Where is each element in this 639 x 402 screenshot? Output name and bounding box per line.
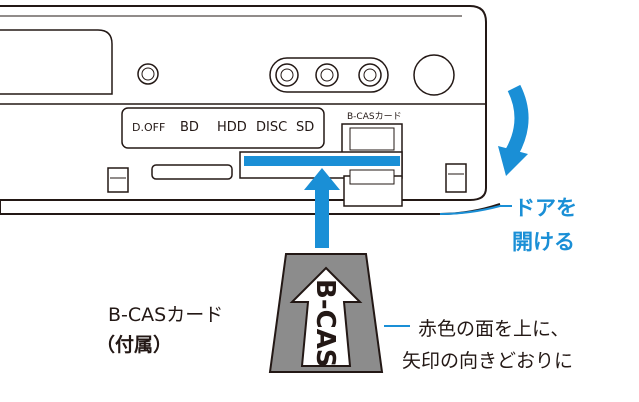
insert-arrow xyxy=(304,168,340,248)
orientation-line2: 矢印の向きどおりに xyxy=(402,350,574,372)
card-name-line1: B-CASカード xyxy=(108,304,224,326)
indicator-sd: SD xyxy=(296,120,315,135)
indicator-bd: BD xyxy=(180,120,199,135)
round-button-3 xyxy=(358,63,382,87)
bcas-card xyxy=(268,253,384,373)
left-clip xyxy=(107,167,129,193)
door-callout-line2: 開ける xyxy=(512,230,575,254)
card-name-line2: （付属） xyxy=(96,334,173,356)
door-callout-line1: ドアを xyxy=(514,196,577,220)
indicator-doff: D.OFF xyxy=(132,121,166,134)
display-window xyxy=(0,29,113,95)
card-text: B-CAS xyxy=(310,279,340,368)
door-open-arrow xyxy=(505,84,529,156)
large-round-button xyxy=(413,54,455,96)
indicator-hdd: HDD xyxy=(217,120,247,135)
slot-opening xyxy=(244,156,400,166)
slot-label: B-CASカード xyxy=(347,112,402,122)
door-edge-highlight xyxy=(439,205,512,215)
power-knob xyxy=(137,63,159,85)
card-arrow xyxy=(289,266,363,367)
round-button-2 xyxy=(315,63,339,87)
bcas-slot xyxy=(239,123,403,207)
right-clip xyxy=(445,163,467,193)
disc-slot xyxy=(151,164,233,180)
indicator-panel xyxy=(121,107,325,149)
indicator-disc: DISC xyxy=(256,120,288,135)
orientation-line1: 赤色の面を上に、 xyxy=(418,318,570,340)
round-button-1 xyxy=(275,63,299,87)
